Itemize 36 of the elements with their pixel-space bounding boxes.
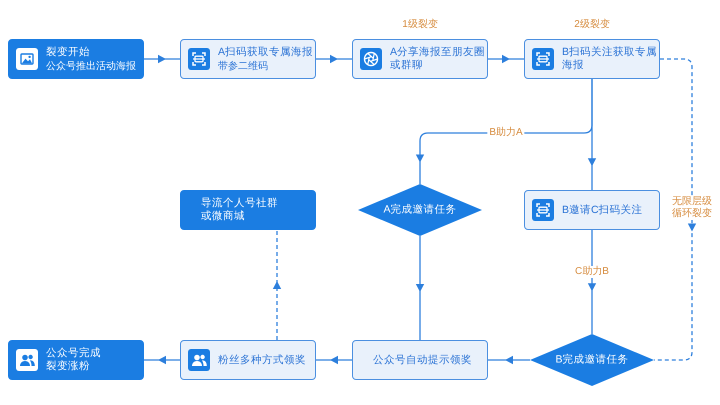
dashed-arrow xyxy=(272,230,282,340)
step-title: 粉丝多种方式领奖 xyxy=(218,354,306,366)
arrow xyxy=(588,79,596,190)
step-title: B扫码关注获取专属海报 xyxy=(562,46,658,72)
step-title: A扫码获取专属海报 xyxy=(218,46,314,58)
step-title: 导流个人号社群或微商城 xyxy=(201,197,279,223)
dashed-arrow xyxy=(654,58,696,361)
process-box xyxy=(524,190,660,230)
step-title: 裂变开始 xyxy=(46,46,90,58)
arrow xyxy=(144,54,180,64)
step-title: 公众号自动提示领奖 xyxy=(373,354,472,366)
arrow xyxy=(488,54,524,64)
edge-label: C助力B xyxy=(573,266,611,278)
process-box xyxy=(352,340,488,380)
step-subtitle: 带参二维码 xyxy=(218,60,268,72)
level-label: 1级裂变 xyxy=(402,19,438,31)
step-title: B邀请C扫码关注 xyxy=(562,204,643,216)
process-box xyxy=(180,190,316,230)
decision-text: A完成邀请任务 xyxy=(384,204,456,216)
process-box xyxy=(180,340,316,380)
edge-label: B助力A xyxy=(487,127,525,139)
step-title: 公众号完成裂变涨粉 xyxy=(46,347,102,373)
edge-label: 无限层级循环裂变 xyxy=(669,196,715,220)
step-subtitle: 公众号推出活动海报 xyxy=(46,60,136,72)
process-box xyxy=(180,39,316,79)
decision-text: B完成邀请任务 xyxy=(556,354,628,366)
arrow xyxy=(316,54,352,64)
arrow xyxy=(488,356,530,364)
step-title: A分享海报至朋友圈或群聊 xyxy=(390,46,486,72)
process-box xyxy=(8,39,144,79)
arrow xyxy=(416,236,424,340)
arrow xyxy=(316,356,352,364)
arrow xyxy=(588,230,596,334)
process-box xyxy=(8,340,144,380)
level-label: 2级裂变 xyxy=(574,19,610,31)
arrow xyxy=(144,356,180,364)
